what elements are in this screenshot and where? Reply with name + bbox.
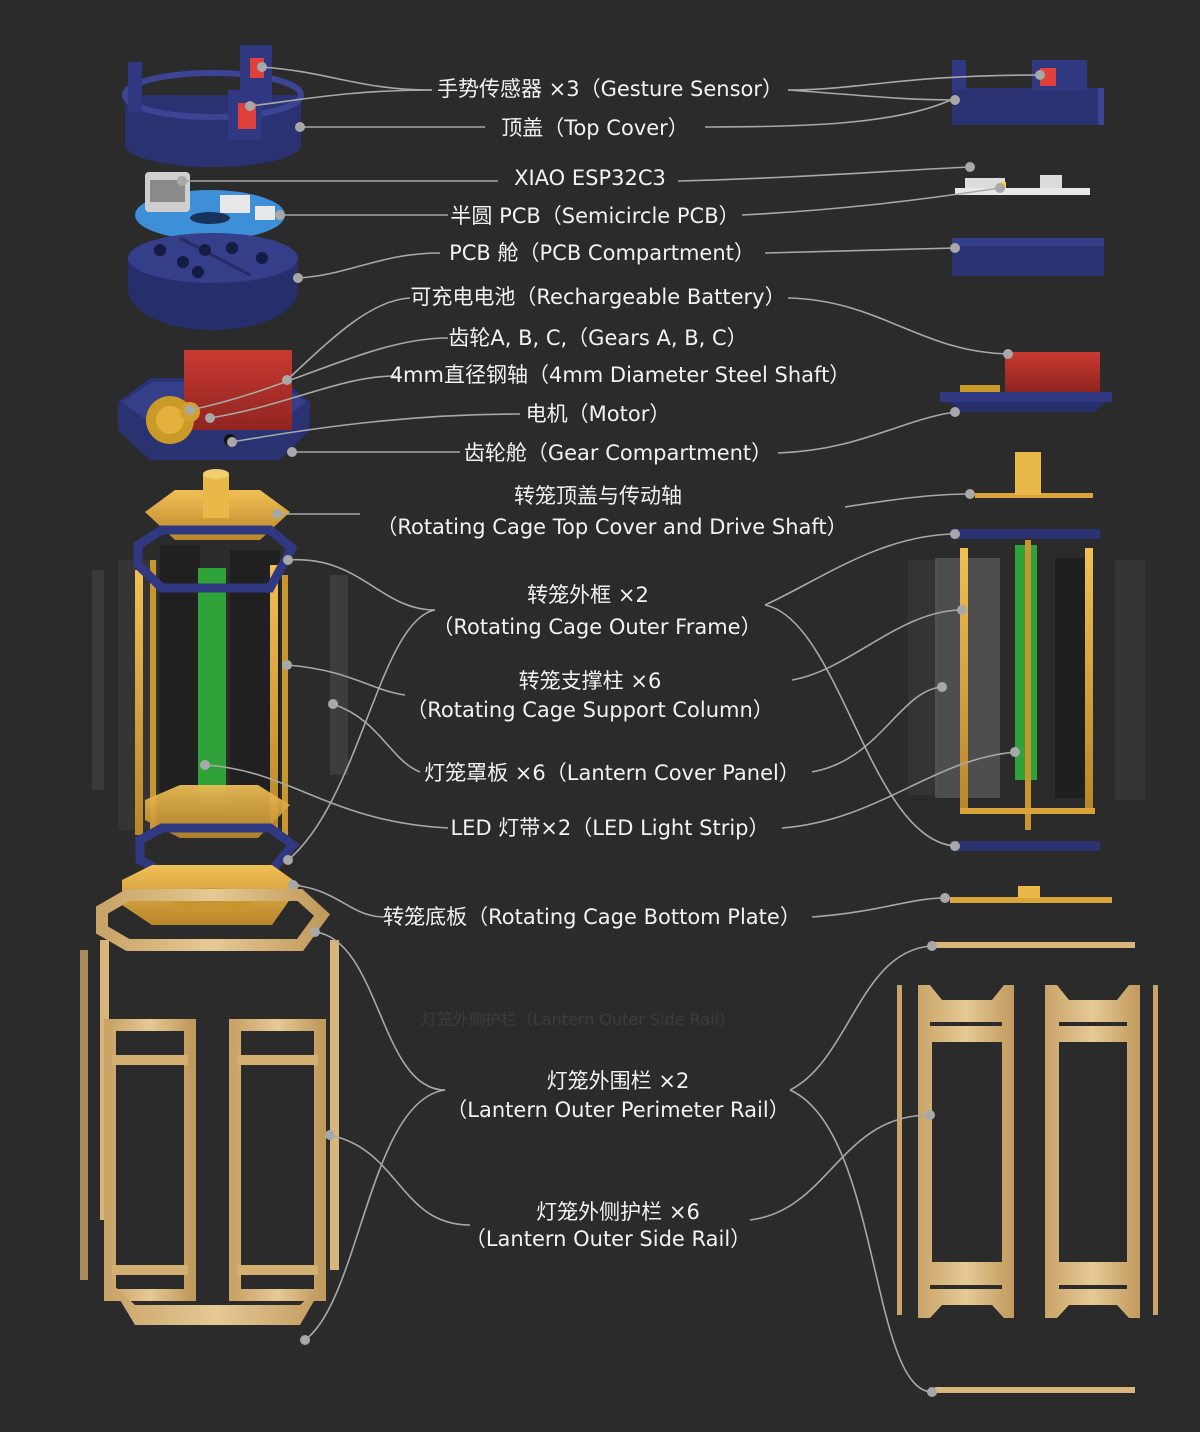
left-outer-rails bbox=[80, 889, 339, 1325]
label-steel-shaft: 4mm直径钢轴（4mm Diameter Steel Shaft） bbox=[389, 363, 851, 387]
anchor-dots bbox=[177, 62, 1045, 1397]
battery-right bbox=[1005, 352, 1100, 392]
label-gears: 齿轮A, B, C,（Gears A, B, C） bbox=[448, 326, 748, 350]
left-cage-body bbox=[92, 525, 348, 877]
label-gear-compartment: 齿轮舱（Gear Compartment） bbox=[463, 441, 773, 465]
battery-left bbox=[184, 350, 292, 430]
left-pcb bbox=[135, 172, 285, 240]
label-pcb-compartment: PCB 舱（PCB Compartment） bbox=[449, 241, 755, 265]
right-cage-bottom bbox=[950, 886, 1112, 903]
label-battery: 可充电电池（Rechargeable Battery） bbox=[410, 285, 786, 309]
label-cage-frame-cn: 转笼外框 ×2 bbox=[527, 583, 649, 607]
leader-lines bbox=[182, 66, 1041, 1393]
label-top-cover: 顶盖（Top Cover） bbox=[501, 116, 689, 140]
label-semicircle-pcb: 半圆 PCB（Semicircle PCB） bbox=[450, 204, 740, 228]
ghost-watermark-text: 灯笼外侧护栏（Lantern Outer Side Rail） bbox=[420, 1010, 736, 1029]
label-side-rail-cn: 灯笼外侧护栏 ×6 bbox=[536, 1200, 700, 1224]
right-pcb-compartment bbox=[952, 238, 1104, 276]
left-top-cover bbox=[122, 45, 304, 167]
label-cover-panel: 灯笼罩板 ×6（Lantern Cover Panel） bbox=[424, 761, 800, 785]
label-cage-top-cn: 转笼顶盖与传动轴 bbox=[514, 484, 682, 508]
label-xiao-esp32c3: XIAO ESP32C3 bbox=[514, 166, 666, 190]
label-gesture-sensor: 手势传感器 ×3（Gesture Sensor） bbox=[436, 77, 784, 101]
left-pcb-compartment bbox=[128, 233, 298, 330]
right-top-cover bbox=[952, 60, 1104, 125]
label-cage-column-cn: 转笼支撑柱 ×6 bbox=[518, 669, 662, 693]
label-bottom-plate: 转笼底板（Rotating Cage Bottom Plate） bbox=[383, 905, 801, 929]
label-cage-column-en: （Rotating Cage Support Column） bbox=[406, 698, 774, 722]
right-gear-compartment bbox=[940, 352, 1112, 412]
label-cage-top-en: （Rotating Cage Top Cover and Drive Shaft… bbox=[376, 515, 848, 539]
label-motor: 电机（Motor） bbox=[525, 402, 671, 426]
led-strip-left bbox=[198, 568, 226, 793]
label-perimeter-rail-en: （Lantern Outer Perimeter Rail） bbox=[446, 1098, 790, 1122]
label-perimeter-rail-cn: 灯笼外围栏 ×2 bbox=[546, 1069, 690, 1093]
right-cage-top bbox=[975, 452, 1093, 498]
label-cage-frame-en: （Rotating Cage Outer Frame） bbox=[432, 615, 762, 639]
label-side-rail-en: （Lantern Outer Side Rail） bbox=[464, 1227, 752, 1251]
right-outer-rails bbox=[897, 942, 1158, 1393]
right-cage-body bbox=[908, 529, 1145, 851]
label-led-strip: LED 灯带×2（LED Light Strip） bbox=[450, 816, 770, 840]
